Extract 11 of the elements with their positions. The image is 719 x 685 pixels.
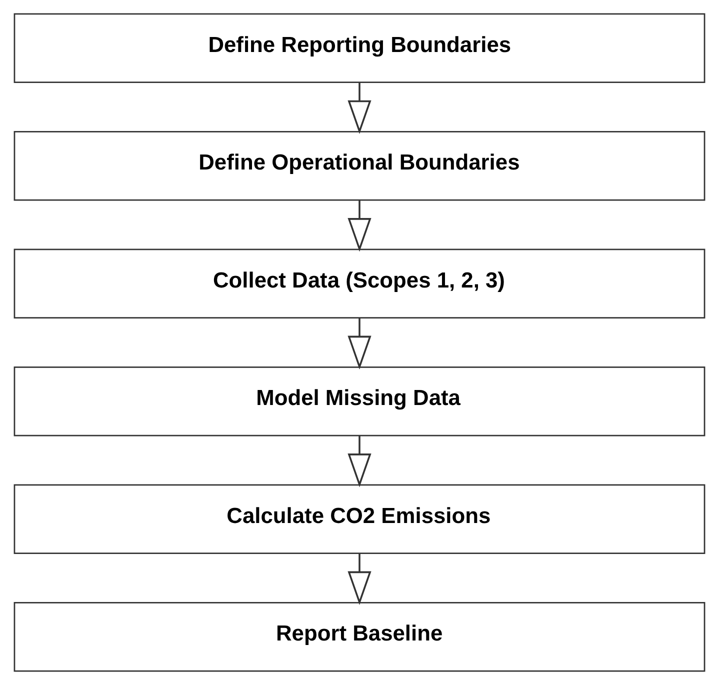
- node-box: Report Baseline: [14, 602, 706, 672]
- arrow: [348, 82, 372, 134]
- node-box: Define Reporting Boundaries: [14, 13, 706, 84]
- node-box: Calculate CO2 Emissions: [14, 484, 706, 554]
- node-box: Collect Data (Scopes 1, 2, 3): [14, 248, 706, 319]
- arrow: [348, 554, 372, 605]
- node-box: Model Missing Data: [14, 366, 706, 436]
- arrow: [348, 436, 372, 488]
- arrow: [348, 318, 372, 370]
- arrow: [348, 200, 372, 252]
- node-box: Define Operational Boundaries: [14, 130, 706, 201]
